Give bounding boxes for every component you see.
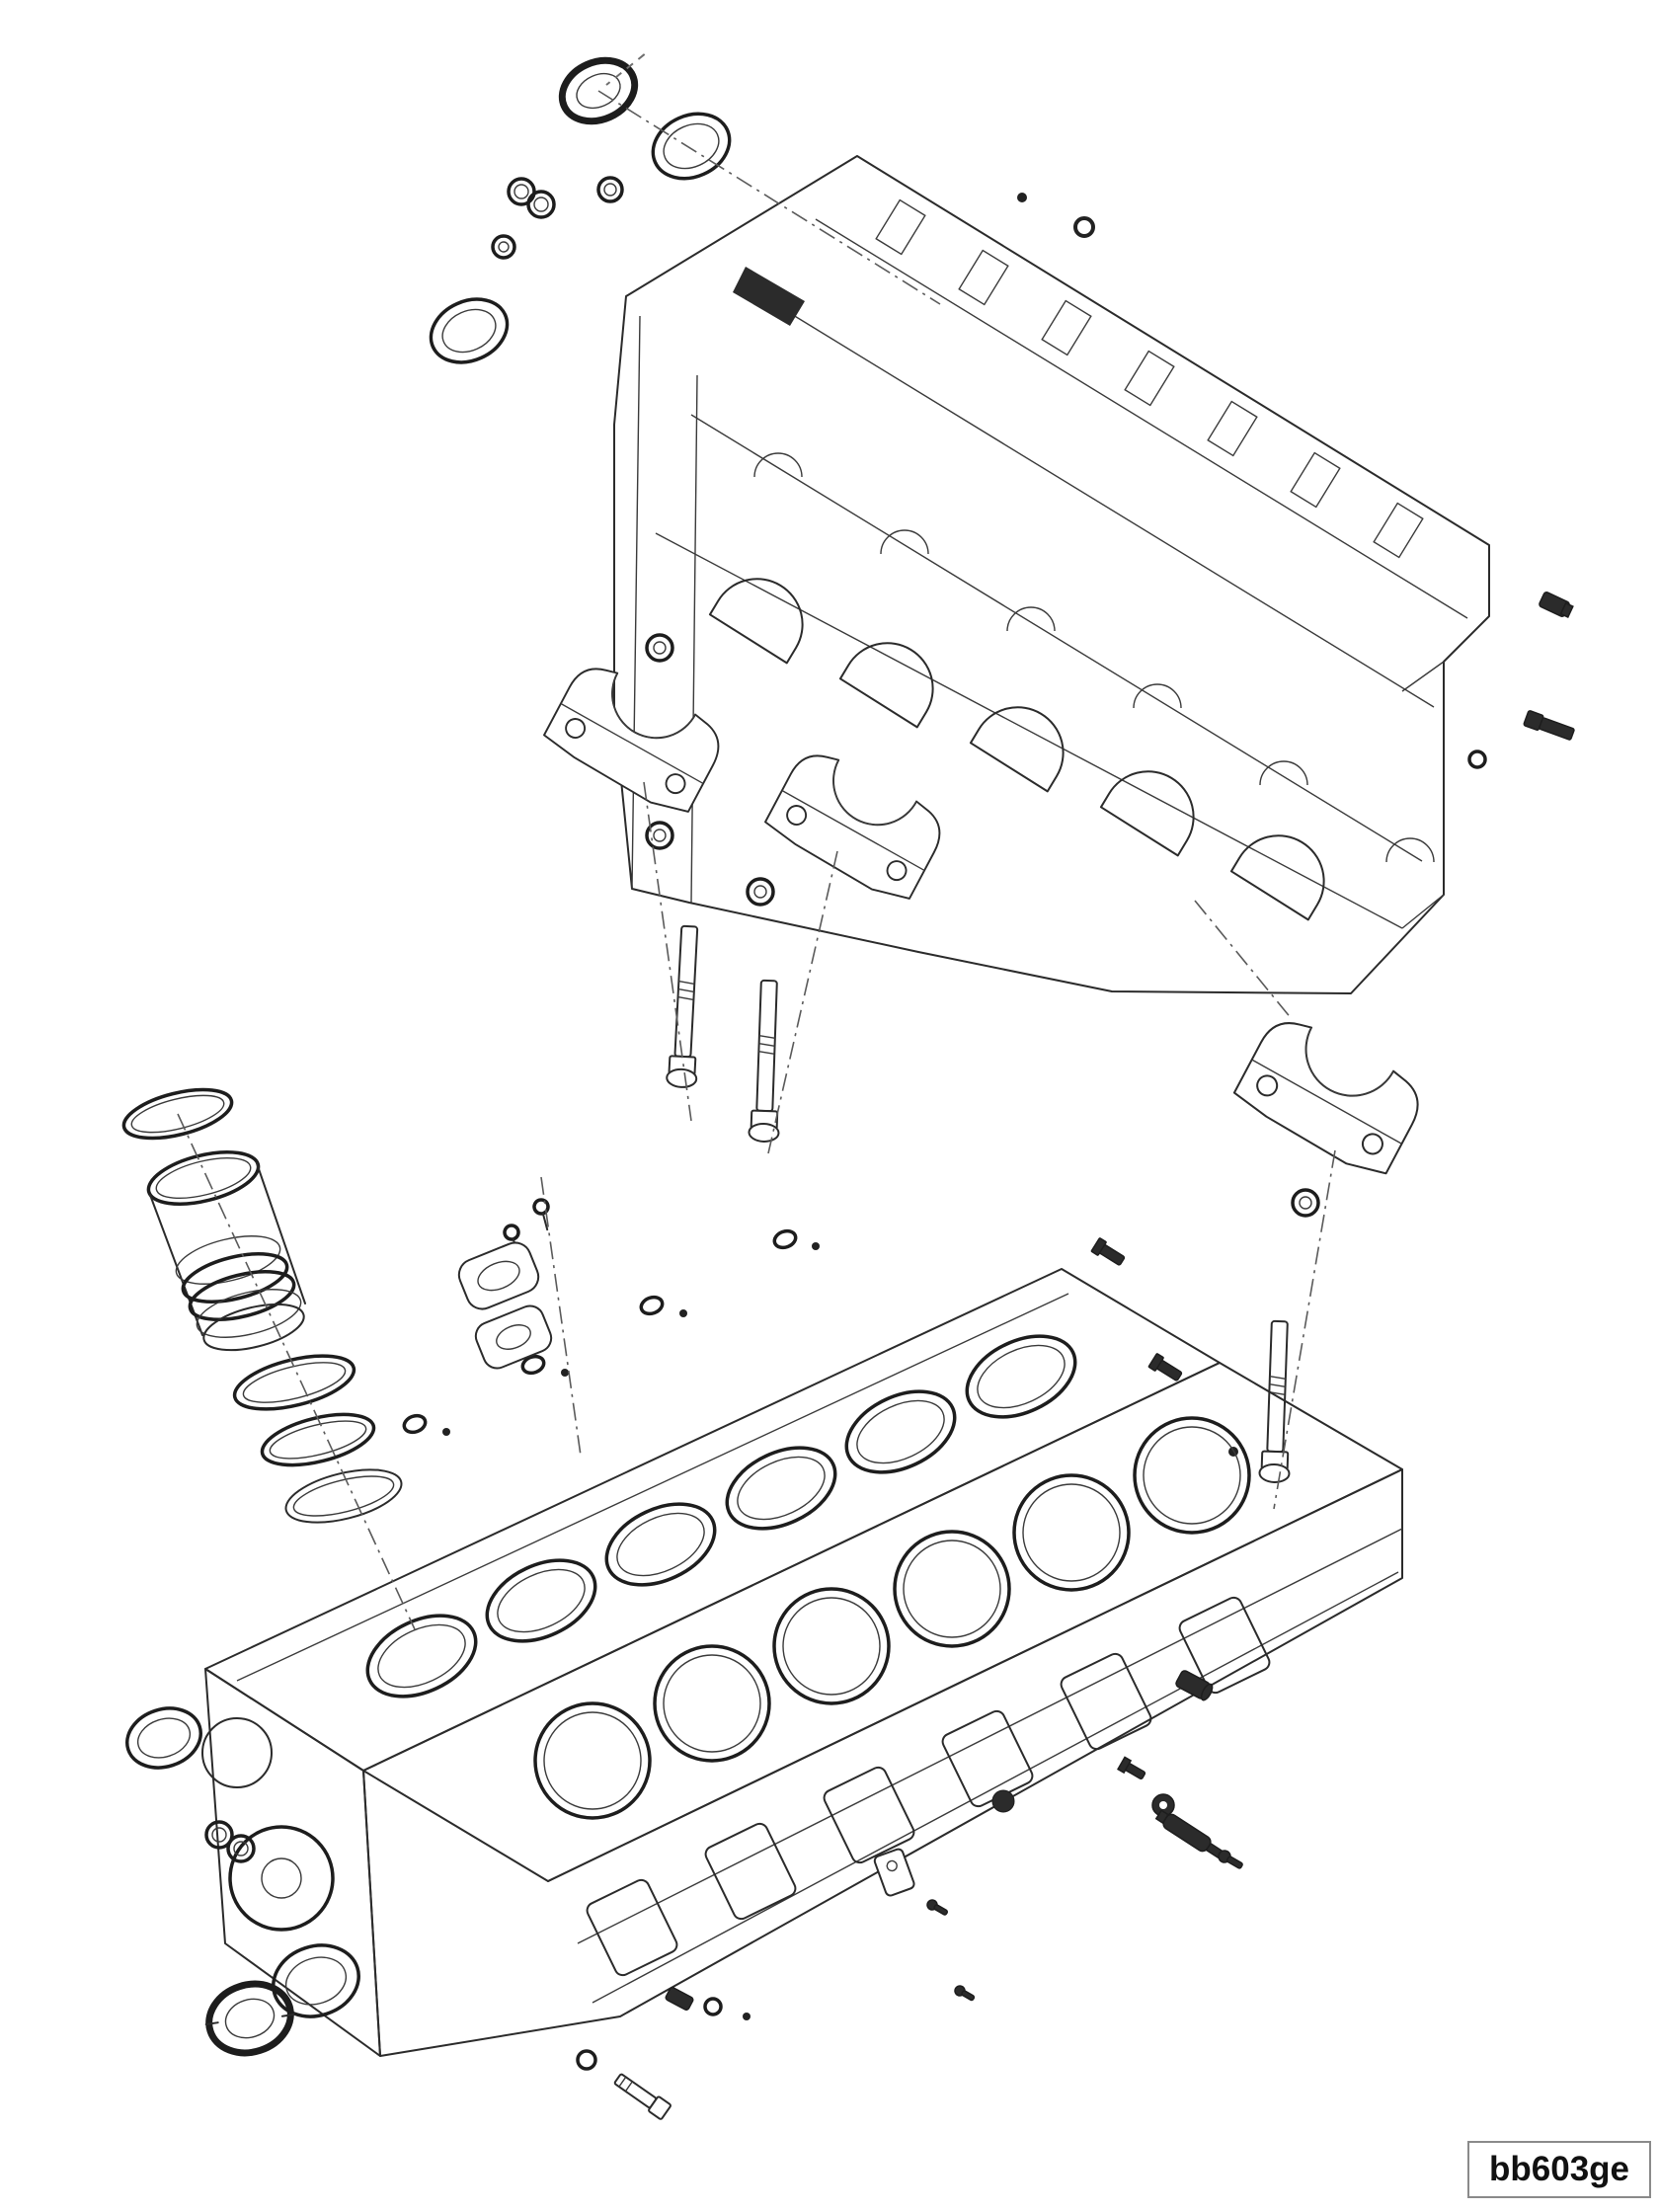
upper-block-illustration [613, 155, 1490, 994]
assembly-axis-line [1273, 1149, 1336, 1510]
cup-plug-part-13b [991, 1789, 1015, 1813]
assembly-axis-line [767, 850, 838, 1154]
plug-part-16c [665, 1987, 694, 2011]
assembly-axis-line [597, 90, 941, 305]
nut-part-20 [1151, 1793, 1175, 1817]
stud-part-18a [1090, 1236, 1128, 1269]
upper-exploded-parts [429, 56, 1575, 1484]
deck-bores [365, 1334, 1077, 1698]
screw-part-22 [1218, 1850, 1243, 1869]
bracket-part-32 [873, 1848, 915, 1897]
ring-part-14 [703, 1997, 723, 2016]
bushing-part-15 [596, 176, 624, 203]
skirt-openings [586, 1596, 1271, 1977]
bushing-part-15b [491, 234, 516, 260]
bolt-part-34 [926, 1899, 948, 1916]
plug-part-16 [1539, 592, 1574, 619]
washer-part-8 [645, 633, 674, 663]
dowel-part-12 [1017, 193, 1027, 202]
main-bolt-part-9c [1258, 1319, 1296, 1484]
dowel-part-11 [743, 2013, 750, 2020]
assembly-axis-line [177, 1113, 416, 1630]
seal-ring-part-7d [272, 1943, 360, 2018]
front-bores [533, 1416, 1251, 1820]
assembly-axis-line [1194, 900, 1293, 1020]
axis-line-layer [177, 90, 1336, 1630]
gasket-part-31 [474, 1304, 553, 1370]
seal-ring-part-7b [429, 297, 510, 364]
cover-plate-part-29 [457, 1241, 540, 1310]
main-bolt-part-9a [665, 924, 706, 1089]
washer-part-6c [1291, 1188, 1320, 1218]
bearing-cap-part-5b [1228, 1008, 1432, 1184]
lower-exploded-parts [121, 1087, 1243, 2120]
main-bolt-part-9b [748, 979, 785, 1144]
washer-part-6b [746, 877, 775, 907]
plug-part-16b [1175, 1670, 1214, 1701]
bolt-part-23 [1117, 1756, 1146, 1779]
stud-part-18b [1147, 1352, 1185, 1384]
cup-plug-part-13 [1073, 216, 1095, 238]
bolt-part-3 [1523, 710, 1575, 741]
crescent-cutout [760, 632, 849, 698]
seal-ring-part-2b [204, 1980, 295, 2057]
ring-pair-part-19 [507, 177, 556, 219]
ring-part-25 [260, 1412, 376, 1467]
washer-part-1 [1467, 750, 1487, 769]
ring-pair-part-19c [204, 1820, 256, 1863]
hatched-detail [733, 267, 805, 326]
stud-part-33 [954, 1985, 976, 2002]
deck-studs [402, 1228, 820, 1436]
assembly-axis-line [540, 1176, 582, 1457]
gasket-part-27 [284, 1468, 403, 1524]
oring-part-26 [121, 1087, 234, 1141]
cylinder-liner-part-24 [146, 1150, 306, 1352]
figure-code-badge: bb603ge [1467, 2141, 1651, 2198]
seal-ring-part-7c [125, 1706, 202, 1770]
lower-block-illustration [201, 1228, 1403, 2057]
seal-ring-part-7 [651, 112, 732, 181]
seal-ring-part-2 [558, 56, 639, 125]
washer-part-1b [576, 2049, 597, 2071]
ring-part-28 [232, 1354, 356, 1411]
assembly-axis-line [643, 781, 692, 1122]
bolt-part-3b [613, 2073, 672, 2120]
bearing-cap-part-4 [759, 742, 953, 908]
injector-part-21 [1154, 1809, 1224, 1859]
